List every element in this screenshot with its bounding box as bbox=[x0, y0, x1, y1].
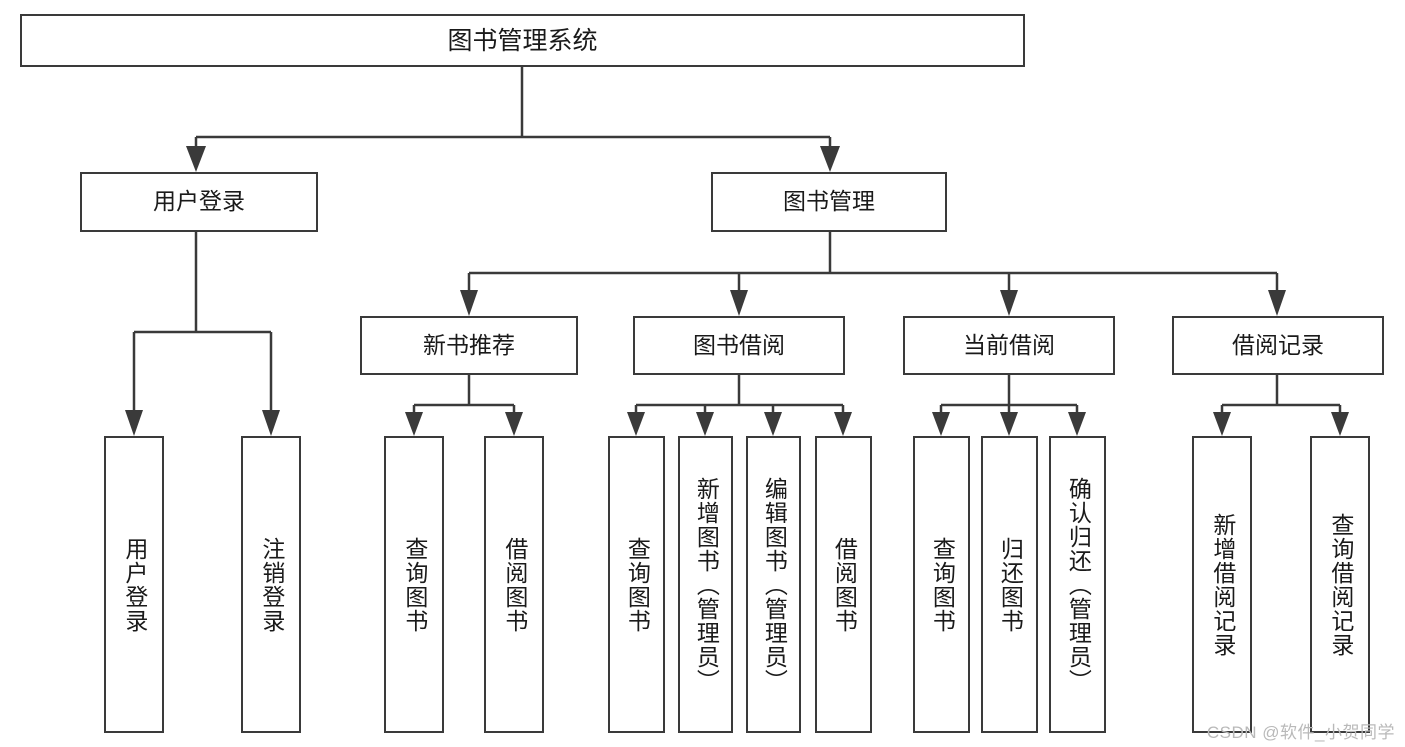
leaf-borrow-book-recommend[interactable]: 借阅图书 bbox=[484, 436, 544, 733]
arrowhead-user-login bbox=[186, 146, 206, 172]
node-label: 图书管理系统 bbox=[447, 26, 598, 55]
arrowhead-leaf-user-login bbox=[125, 410, 143, 436]
node-user-login[interactable]: 用户登录 bbox=[80, 172, 318, 232]
node-label: 注销登录 bbox=[258, 536, 285, 633]
node-label: 图书管理 bbox=[783, 188, 875, 215]
leaf-edit-book-admin[interactable]: 编辑图书（管理员） bbox=[746, 436, 801, 733]
leaf-add-borrow-record[interactable]: 新增借阅记录 bbox=[1192, 436, 1252, 733]
arrowhead-leaf-query-book-1 bbox=[405, 412, 423, 436]
arrowhead-leaf-return-book bbox=[1000, 412, 1018, 436]
arrowhead-leaf-edit-book bbox=[764, 412, 782, 436]
node-current-borrow[interactable]: 当前借阅 bbox=[903, 316, 1115, 375]
leaf-borrow-book[interactable]: 借阅图书 bbox=[815, 436, 872, 733]
arrowhead-borrow-record bbox=[1268, 290, 1286, 316]
node-book-management[interactable]: 图书管理 bbox=[711, 172, 947, 232]
leaf-user-login[interactable]: 用户登录 bbox=[104, 436, 164, 733]
arrowhead-leaf-query-record bbox=[1331, 412, 1349, 436]
node-label: 查询图书 bbox=[624, 536, 651, 633]
node-label: 归还图书 bbox=[997, 536, 1024, 633]
leaf-query-book-current[interactable]: 查询图书 bbox=[913, 436, 970, 733]
node-label: 编辑图书（管理员） bbox=[761, 476, 788, 693]
node-borrow-record[interactable]: 借阅记录 bbox=[1172, 316, 1384, 375]
arrowhead-book-borrow bbox=[730, 290, 748, 316]
arrowhead-leaf-query-book-3 bbox=[932, 412, 950, 436]
leaf-confirm-return-admin[interactable]: 确认归还（管理员） bbox=[1049, 436, 1106, 733]
node-label: 借阅图书 bbox=[501, 536, 528, 633]
arrowhead-book-manage bbox=[820, 146, 840, 172]
arrowhead-leaf-add-record bbox=[1213, 412, 1231, 436]
node-label: 借阅图书 bbox=[831, 536, 858, 633]
node-label: 图书借阅 bbox=[693, 331, 785, 358]
node-root-system[interactable]: 图书管理系统 bbox=[20, 14, 1025, 67]
leaf-query-book-recommend[interactable]: 查询图书 bbox=[384, 436, 444, 733]
node-label: 新增图书（管理员） bbox=[693, 476, 720, 693]
leaf-add-book-admin[interactable]: 新增图书（管理员） bbox=[678, 436, 733, 733]
node-label: 新书推荐 bbox=[423, 331, 515, 358]
leaf-return-book[interactable]: 归还图书 bbox=[981, 436, 1038, 733]
leaf-query-borrow-record[interactable]: 查询借阅记录 bbox=[1310, 436, 1370, 733]
csdn-watermark: CSDN @软件_小贺同学 bbox=[1206, 723, 1395, 742]
node-label: 新增借阅记录 bbox=[1209, 512, 1236, 657]
leaf-logout[interactable]: 注销登录 bbox=[241, 436, 301, 733]
node-new-book-recommend[interactable]: 新书推荐 bbox=[360, 316, 578, 375]
arrowhead-leaf-add-book bbox=[696, 412, 714, 436]
node-label: 查询图书 bbox=[929, 536, 956, 633]
node-label: 用户登录 bbox=[121, 536, 148, 633]
arrowhead-leaf-borrow-book-2 bbox=[834, 412, 852, 436]
node-label: 查询借阅记录 bbox=[1327, 512, 1354, 657]
node-label: 确认归还（管理员） bbox=[1065, 476, 1092, 693]
node-label: 用户登录 bbox=[153, 188, 245, 215]
arrowhead-current-borrow bbox=[1000, 290, 1018, 316]
node-label: 借阅记录 bbox=[1232, 331, 1324, 358]
node-label: 当前借阅 bbox=[963, 331, 1055, 358]
arrowhead-leaf-query-book-2 bbox=[627, 412, 645, 436]
arrowhead-leaf-borrow-book-1 bbox=[505, 412, 523, 436]
arrowhead-leaf-logout bbox=[262, 410, 280, 436]
node-label: 查询图书 bbox=[401, 536, 428, 633]
node-book-borrow[interactable]: 图书借阅 bbox=[633, 316, 845, 375]
leaf-query-book-borrow[interactable]: 查询图书 bbox=[608, 436, 665, 733]
arrowhead-leaf-confirm-return bbox=[1068, 412, 1086, 436]
arrowhead-new-book-recommend bbox=[460, 290, 478, 316]
